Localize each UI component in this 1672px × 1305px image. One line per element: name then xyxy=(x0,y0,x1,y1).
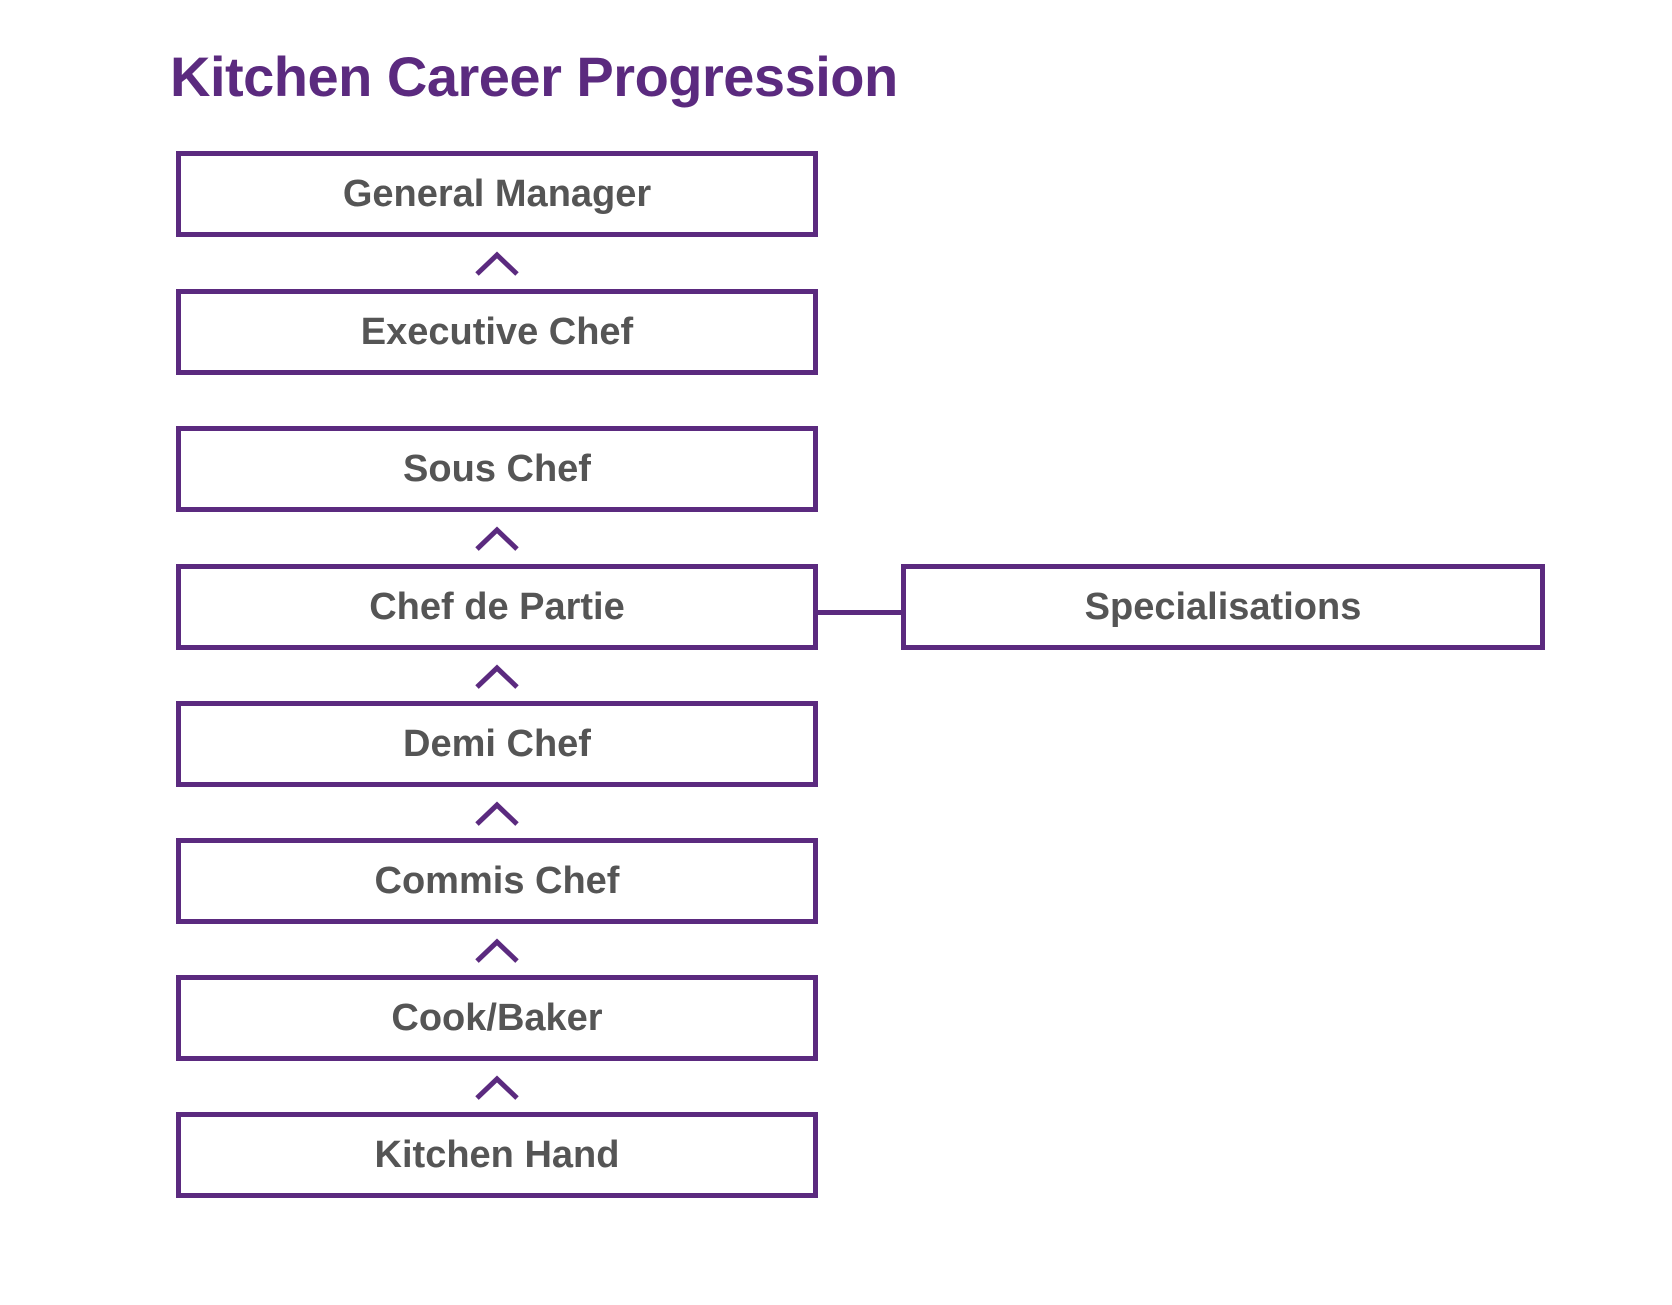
role-box-sous-chef: Sous Chef xyxy=(176,426,818,512)
role-box-kitchen-hand: Kitchen Hand xyxy=(176,1112,818,1198)
connector-line xyxy=(818,610,901,615)
chevron-up-icon xyxy=(475,251,519,276)
role-box-demi-chef: Demi Chef xyxy=(176,701,818,787)
role-box-general-manager: General Manager xyxy=(176,151,818,237)
chevron-up-icon xyxy=(475,526,519,551)
specialisations-box: Specialisations xyxy=(901,564,1545,650)
role-box-commis-chef: Commis Chef xyxy=(176,838,818,924)
role-box-executive-chef: Executive Chef xyxy=(176,289,818,375)
role-box-cook-baker: Cook/Baker xyxy=(176,975,818,1061)
chevron-up-icon xyxy=(475,664,519,689)
diagram-title: Kitchen Career Progression xyxy=(170,45,898,108)
chevron-up-icon xyxy=(475,1075,519,1100)
chevron-up-icon xyxy=(475,801,519,826)
chevron-up-icon xyxy=(475,938,519,963)
role-box-chef-de-partie: Chef de Partie xyxy=(176,564,818,650)
